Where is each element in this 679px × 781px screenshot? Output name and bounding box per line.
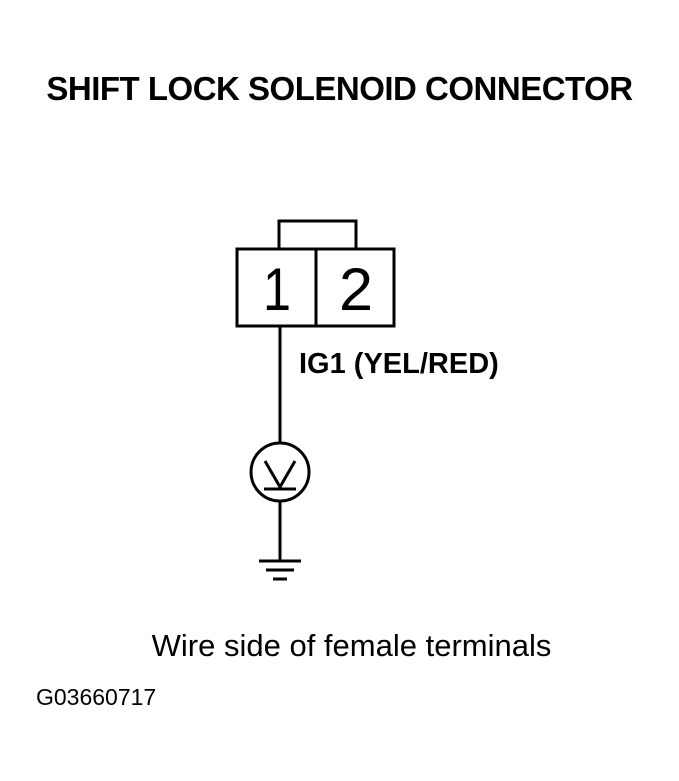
figure-id: G03660717 [36,684,157,710]
connector-latch-tab [277,219,358,249]
terminal-1-label: 1 [263,256,291,323]
caption: Wire side of female terminals [151,628,552,663]
wire-label: IG1 (YEL/RED) [299,348,499,380]
voltmeter-icon [249,441,311,503]
ground-icon [259,559,301,581]
diagram-title: SHIFT LOCK SOLENOID CONNECTOR [46,70,633,107]
terminal-2-label: 2 [339,256,373,323]
